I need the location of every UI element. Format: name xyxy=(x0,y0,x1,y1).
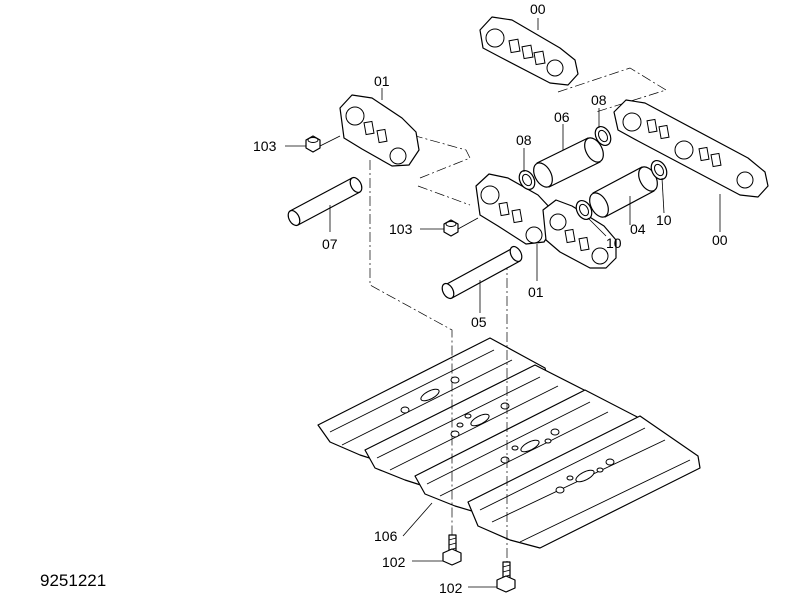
label-bolt-left: 102 xyxy=(382,554,406,570)
label-link-left: 01 xyxy=(374,73,390,89)
label-pin-center: 05 xyxy=(471,314,487,330)
seal-08-right xyxy=(594,125,612,147)
leader-lines xyxy=(285,18,721,588)
label-nut-center: 103 xyxy=(389,221,413,237)
label-link-center: 01 xyxy=(528,284,544,300)
link-left-01 xyxy=(339,94,420,167)
bushing-04 xyxy=(589,166,658,218)
label-spacer-mid: 10 xyxy=(606,235,622,251)
link-right-00 xyxy=(613,99,769,198)
pin-left-07 xyxy=(287,176,363,227)
label-nut-left: 103 xyxy=(253,138,277,154)
nut-103-center xyxy=(443,219,459,237)
track-shoe-plate xyxy=(317,337,549,464)
nut-103-left xyxy=(305,135,321,153)
label-spacer-right: 10 xyxy=(656,212,672,228)
label-shoe: 106 xyxy=(374,528,398,544)
bushing-06 xyxy=(533,137,604,188)
part-labels: 00 01 103 07 103 05 01 08 06 08 10 04 10… xyxy=(253,1,728,596)
label-bushing-lower: 04 xyxy=(630,221,646,237)
center-lines xyxy=(369,67,667,575)
label-link-top: 00 xyxy=(530,1,546,17)
link-top-00 xyxy=(479,16,579,86)
label-seal-upper-right: 08 xyxy=(591,92,607,108)
label-bolt-right: 102 xyxy=(439,580,463,596)
bolt-102-left xyxy=(442,534,462,566)
label-seal-upper-left: 08 xyxy=(516,132,532,148)
label-link-right: 00 xyxy=(712,232,728,248)
label-bushing-upper: 06 xyxy=(554,109,570,125)
spacer-10-right xyxy=(650,159,668,181)
track-shoe-assembly xyxy=(317,337,701,549)
track-shoe-plate xyxy=(467,415,701,549)
bolt-102-right xyxy=(496,561,516,593)
link-center-01 xyxy=(475,173,554,245)
seal-08-left xyxy=(518,169,536,191)
document-number: 9251221 xyxy=(40,571,106,590)
pin-center-05 xyxy=(441,245,523,300)
spacer-10-mid xyxy=(575,199,593,221)
label-pin-left: 07 xyxy=(322,236,338,252)
link-center-inner xyxy=(542,199,617,269)
